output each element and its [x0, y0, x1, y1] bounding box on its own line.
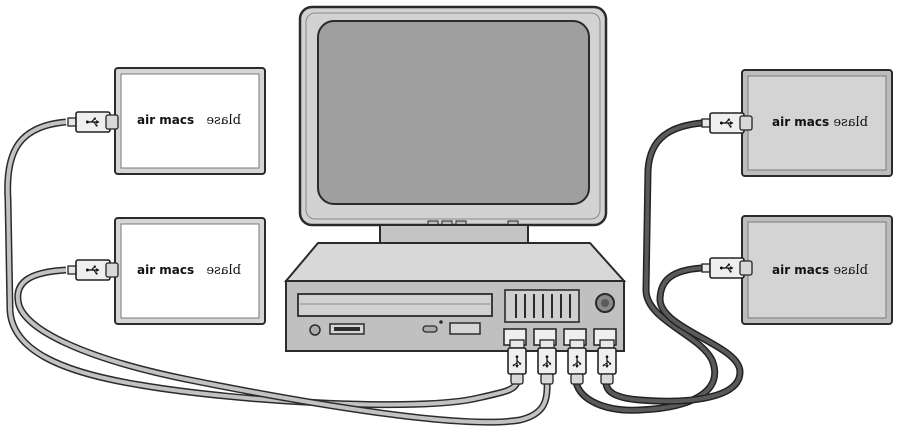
monitor-screen — [317, 20, 590, 205]
drive-led — [439, 320, 443, 324]
front-panel-slot — [449, 322, 481, 335]
device-name-mirrored: blase — [206, 113, 241, 128]
device-name-mirrored: blase — [206, 263, 241, 278]
device-name-mirrored: blase — [833, 115, 868, 130]
light-cables — [4, 118, 551, 426]
usb-plug — [701, 112, 753, 134]
device-left-bottom: air macs blase — [67, 217, 266, 325]
device-right-bottom: air macs blase — [701, 215, 893, 325]
usb-plug — [597, 339, 617, 385]
usb-plug — [567, 339, 587, 385]
usb-plug — [67, 111, 119, 133]
dark-cables — [572, 119, 744, 414]
device-brand: air macs — [772, 263, 829, 277]
device-brand: air macs — [772, 115, 829, 129]
device-brand: air macs — [137, 263, 194, 277]
power-button-icon[interactable] — [595, 293, 615, 313]
device-name-mirrored: blase — [833, 263, 868, 278]
cables — [4, 118, 744, 426]
usb-plug — [701, 257, 753, 279]
optical-drive — [297, 293, 493, 317]
monitor — [298, 5, 608, 269]
eject-button[interactable] — [422, 325, 438, 333]
computer-case — [283, 242, 627, 352]
device-left-top: air macs blase — [67, 67, 266, 175]
device-right-top: air macs blase — [701, 69, 893, 177]
usb-plug — [537, 339, 557, 385]
reset-button[interactable] — [309, 324, 321, 336]
cable-right-bottom — [602, 264, 744, 405]
usb-plug — [67, 259, 119, 281]
case-top — [283, 242, 627, 282]
usb-plug — [507, 339, 527, 385]
device-brand: air macs — [137, 113, 194, 127]
